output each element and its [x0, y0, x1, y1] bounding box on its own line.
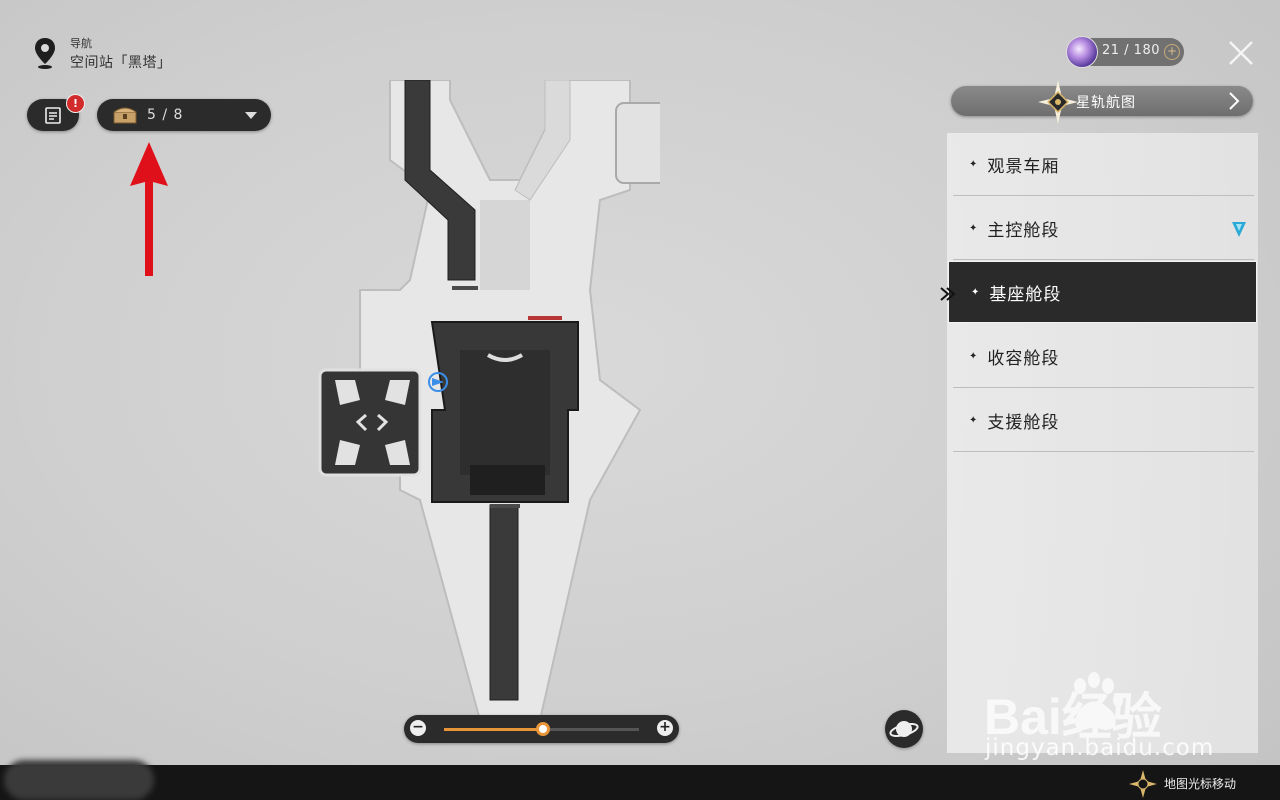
- star-rail-map-label: 星轨航图: [1076, 95, 1136, 111]
- map-corridor-south: [489, 504, 519, 701]
- star-bullet-icon: ✦: [969, 414, 978, 426]
- divider: [953, 195, 1254, 196]
- watermark-brand: Bai经验: [984, 689, 1162, 745]
- map-door-north: [452, 286, 478, 290]
- cursor-move-hint: 地图光标移动: [1164, 777, 1237, 791]
- bottom-bar: [0, 765, 1280, 800]
- star-bullet-icon: ✦: [969, 158, 978, 170]
- star-bullet-icon: ✦: [971, 286, 980, 298]
- floor-item[interactable]: ✦ 主控舱段: [947, 197, 1258, 260]
- floor-item[interactable]: ✦ 支援舱段: [947, 389, 1258, 452]
- zoom-slider-thumb[interactable]: [536, 722, 551, 736]
- zoom-fill: [444, 728, 544, 731]
- location-name: 空间站「黑塔」: [70, 55, 172, 71]
- alert-badge: !: [66, 94, 85, 113]
- map-door-red: [528, 316, 562, 320]
- star-compass-icon: [1038, 80, 1078, 124]
- map-door-south: [490, 504, 520, 508]
- floor-label: 基座舱段: [989, 284, 1062, 305]
- clipboard-icon: [45, 107, 61, 124]
- player-location-icon: [428, 372, 448, 392]
- map-room-west-arrows: [355, 413, 389, 432]
- add-power-button[interactable]: +: [1164, 44, 1180, 60]
- trailblaze-power: 21 / 180 +: [1066, 36, 1184, 68]
- station-map[interactable]: [300, 80, 660, 720]
- power-orb-icon: [1066, 36, 1098, 68]
- map-pin-icon: [35, 38, 55, 69]
- map-stage: [470, 465, 545, 495]
- planet-icon: [889, 721, 919, 738]
- treasure-count: 5 / 8: [147, 107, 184, 123]
- floor-label: 观景车厢: [987, 156, 1060, 177]
- chevron-down-icon: [245, 111, 257, 119]
- map-walkway-north: [480, 200, 530, 290]
- map-corridor-north: [404, 80, 476, 281]
- divider: [953, 451, 1254, 452]
- floor-label: 收容舱段: [987, 348, 1060, 369]
- navigation-title: 导航: [70, 37, 92, 50]
- divider: [953, 259, 1254, 260]
- joystick-icon: [1129, 770, 1157, 798]
- watermark-url: jingyan.baidu.com: [985, 735, 1215, 761]
- selection-pointer-icon: [940, 287, 956, 301]
- mission-marker-icon: [1232, 222, 1246, 237]
- baidu-watermark-logo: Bai经验: [984, 672, 1162, 745]
- power-value: 21 / 180: [1102, 43, 1160, 58]
- treasure-chest-icon: [113, 107, 137, 124]
- planet-switch-button[interactable]: [885, 710, 923, 748]
- annotation-arrow-icon: [130, 142, 168, 276]
- zoom-out-button[interactable]: −: [410, 720, 426, 736]
- map-ramp: [514, 80, 571, 201]
- floor-list: ✦ 观景车厢 ✦ 主控舱段 ✦ 基座舱段 ✦ 收容舱段 ✦ 支援舱段: [947, 133, 1258, 753]
- divider: [953, 387, 1254, 388]
- floor-item[interactable]: ✦ 收容舱段: [947, 325, 1258, 388]
- treasure-selector[interactable]: 5 / 8: [97, 99, 271, 131]
- floor-label: 支援舱段: [987, 412, 1060, 433]
- star-bullet-icon: ✦: [969, 350, 978, 362]
- map-hall-inner: [460, 350, 550, 475]
- zoom-control: − +: [404, 715, 679, 743]
- blurred-area: [4, 760, 154, 800]
- floor-label: 主控舱段: [987, 220, 1060, 241]
- map-room-west-shapes: [335, 380, 410, 465]
- chevron-right-icon: [1229, 92, 1240, 110]
- map-arch: [486, 353, 524, 362]
- star-rail-map-button[interactable]: [951, 86, 1253, 116]
- zoom-in-button[interactable]: +: [657, 720, 673, 736]
- floor-item-selected[interactable]: ✦ 基座舱段: [948, 261, 1257, 323]
- map-room-east: [615, 102, 660, 184]
- close-icon[interactable]: [1226, 38, 1256, 68]
- star-bullet-icon: ✦: [969, 222, 978, 234]
- floor-item[interactable]: ✦ 观景车厢: [947, 133, 1258, 196]
